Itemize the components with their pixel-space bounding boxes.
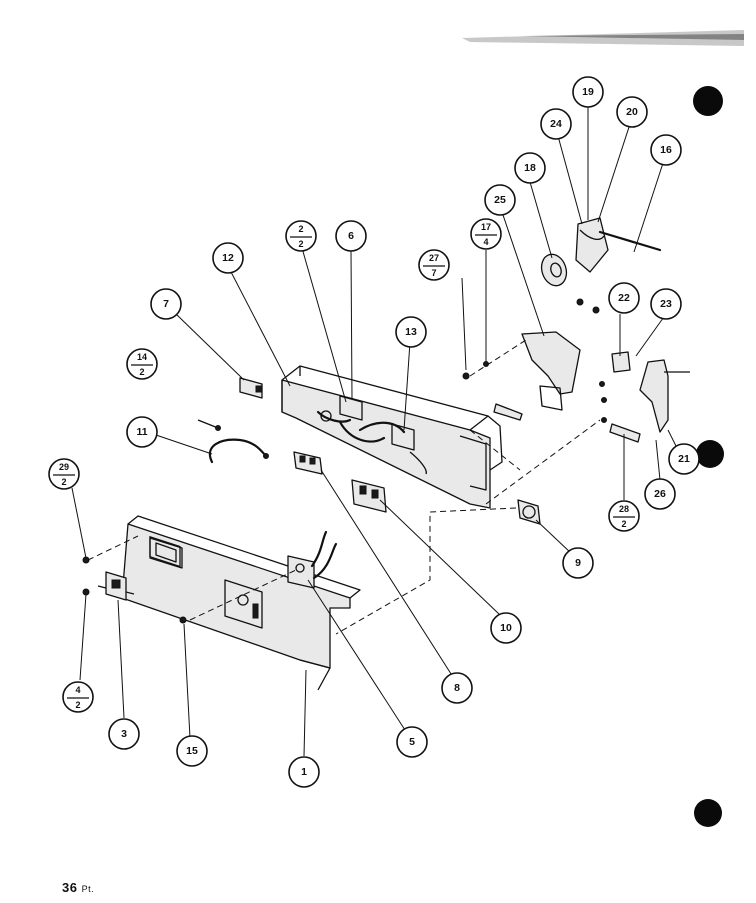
svg-text:1: 1 xyxy=(301,766,307,778)
callout-2-over-2: 2 2 xyxy=(285,220,317,252)
capacitor-part-7 xyxy=(239,377,263,399)
svg-text:29: 29 xyxy=(59,462,69,472)
svg-text:7: 7 xyxy=(163,298,169,310)
svg-text:10: 10 xyxy=(500,622,512,634)
control-panel-part-1 xyxy=(121,515,361,691)
page-number-value: 36 xyxy=(62,880,78,895)
callout-15: 15 xyxy=(176,735,208,767)
callout-20: 20 xyxy=(616,96,648,128)
svg-text:22: 22 xyxy=(618,292,630,304)
svg-text:16: 16 xyxy=(660,144,672,156)
svg-text:2: 2 xyxy=(75,700,80,710)
callout-19: 19 xyxy=(572,76,604,108)
svg-text:2: 2 xyxy=(139,367,144,377)
svg-text:15: 15 xyxy=(186,745,198,757)
linkage-screws xyxy=(462,361,607,423)
svg-text:11: 11 xyxy=(136,426,147,438)
callout-26: 26 xyxy=(644,478,676,510)
callout-9: 9 xyxy=(562,547,594,579)
callout-17-over-4: 17 4 xyxy=(470,218,502,250)
screw-part-14 xyxy=(197,419,221,431)
svg-text:27: 27 xyxy=(429,253,439,263)
punch-hole-middle xyxy=(696,440,724,468)
svg-text:2: 2 xyxy=(61,477,66,487)
svg-text:14: 14 xyxy=(137,352,147,362)
callout-25: 25 xyxy=(484,184,516,216)
svg-text:20: 20 xyxy=(626,106,638,118)
svg-text:6: 6 xyxy=(348,230,354,242)
terminal-part-8 xyxy=(293,451,323,475)
assembly-dash-lines xyxy=(335,339,601,635)
svg-text:7: 7 xyxy=(431,268,436,278)
svg-text:2: 2 xyxy=(298,224,303,234)
callout-24: 24 xyxy=(540,108,572,140)
svg-text:9: 9 xyxy=(575,557,581,569)
svg-text:5: 5 xyxy=(409,736,415,748)
switch-part-3 xyxy=(97,571,135,601)
callout-11: 11 xyxy=(126,416,158,448)
svg-text:3: 3 xyxy=(121,728,127,740)
svg-text:13: 13 xyxy=(405,326,417,338)
callout-14-over-2: 14 2 xyxy=(126,348,158,380)
callout-12: 12 xyxy=(212,242,244,274)
svg-text:17: 17 xyxy=(481,222,491,232)
wire-part-11 xyxy=(208,438,269,464)
svg-text:8: 8 xyxy=(454,682,460,694)
bracket-part-12 xyxy=(281,365,503,509)
callout-3: 3 xyxy=(108,718,140,750)
leader-lines xyxy=(71,106,677,757)
callout-6: 6 xyxy=(335,220,367,252)
switch-part-5 xyxy=(287,530,338,589)
svg-text:12: 12 xyxy=(222,252,234,264)
punch-hole-bottom xyxy=(694,799,722,827)
svg-text:2: 2 xyxy=(621,519,626,529)
svg-text:24: 24 xyxy=(550,118,562,130)
svg-text:18: 18 xyxy=(524,162,536,174)
callout-28-over-2: 28 2 xyxy=(608,500,640,532)
svg-text:28: 28 xyxy=(619,504,629,514)
svg-text:26: 26 xyxy=(654,488,666,500)
callout-18: 18 xyxy=(514,152,546,184)
callout-8: 8 xyxy=(441,672,473,704)
scan-artifacts xyxy=(462,30,744,827)
callout-22: 22 xyxy=(608,282,640,314)
callout-16: 16 xyxy=(650,134,682,166)
callout-27-over-7: 27 7 xyxy=(418,249,450,281)
svg-text:2: 2 xyxy=(298,239,303,249)
svg-text:25: 25 xyxy=(494,194,506,206)
motor-assembly xyxy=(540,217,662,314)
svg-text:23: 23 xyxy=(660,298,672,310)
svg-text:4: 4 xyxy=(483,237,488,247)
svg-text:19: 19 xyxy=(582,86,594,98)
callout-13: 13 xyxy=(395,316,427,348)
callout-4-over-2: 4 2 xyxy=(62,681,94,713)
relay-part-10 xyxy=(351,479,387,513)
callout-5: 5 xyxy=(396,726,428,758)
callout-23: 23 xyxy=(650,288,682,320)
callout-21: 21 xyxy=(668,443,700,475)
linkage-assembly xyxy=(493,331,690,443)
callout-29-over-2: 29 2 xyxy=(48,458,80,490)
page-number: 36 Pt. xyxy=(62,880,94,895)
svg-text:21: 21 xyxy=(678,453,690,465)
svg-text:4: 4 xyxy=(75,685,80,695)
punch-hole-top xyxy=(693,86,723,116)
callout-10: 10 xyxy=(490,612,522,644)
bracket-components xyxy=(316,395,427,475)
page-number-suffix: Pt. xyxy=(81,884,95,894)
callout-1: 1 xyxy=(288,756,320,788)
callout-7: 7 xyxy=(150,288,182,320)
